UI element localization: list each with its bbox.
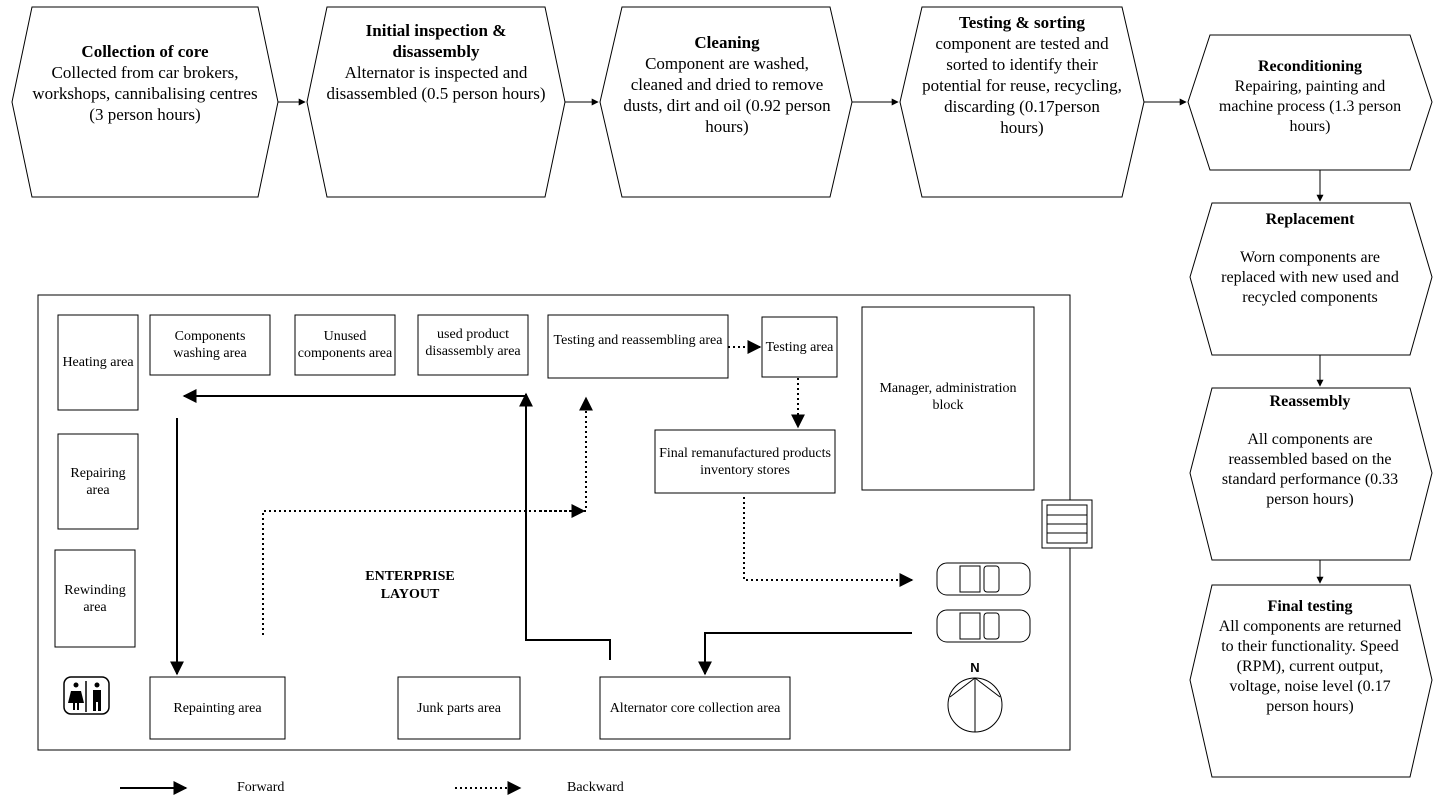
step-testing-sorting: Testing & sorting component are tested a… (922, 12, 1122, 138)
box-heating (57, 314, 139, 411)
step-shape-reconditioning (1187, 34, 1433, 171)
restroom-icon (63, 676, 110, 715)
area-unused: Unused components area (297, 329, 393, 361)
step-shape-collection (11, 6, 279, 198)
box-junk (397, 676, 521, 740)
box-manager (861, 306, 1035, 491)
step-cleaning: Cleaning Component are washed, cleaned a… (622, 32, 832, 137)
box-final-inventory (654, 429, 836, 494)
box-unused (294, 314, 396, 376)
step-collection: Collection of core Collected from car br… (32, 41, 258, 125)
area-washing: Components washing area (173, 329, 247, 361)
step-shape-final-testing (1189, 584, 1433, 778)
gate-icon (1041, 499, 1093, 549)
step-title: Reassembly (1269, 393, 1351, 410)
step-reconditioning: Reconditioning Repairing, painting and m… (1215, 57, 1405, 137)
area-heating: Heating area (62, 355, 134, 370)
step-body: Worn components are replaced with new us… (1221, 249, 1399, 306)
step-shape-cleaning (599, 6, 853, 198)
step-body: Collected from car brokers, workshops, c… (32, 63, 258, 124)
legend-forward-label: Forward (237, 780, 285, 795)
compass-icon (947, 677, 1003, 733)
step-reassembly: Reassembly All components are reassemble… (1215, 392, 1405, 510)
area-repairing: Repairing area (70, 465, 126, 498)
car-icon-top (936, 562, 1031, 596)
step-title: Collection of core (81, 42, 209, 61)
step-final-testing: Final testing All components are returne… (1215, 597, 1405, 717)
box-disassembly (417, 314, 529, 376)
box-repairing (57, 433, 139, 530)
step-inspection: Initial inspection & disassembly Alterna… (325, 20, 547, 104)
area-disassembly: used product disassembly area (425, 327, 521, 359)
car-icon-bottom (936, 609, 1031, 643)
step-title: Reconditioning (1257, 58, 1362, 75)
backward-flow-left-to-reassembling (262, 396, 593, 635)
step-shape-reassembly (1189, 387, 1433, 561)
area-testing: Testing area (765, 339, 834, 355)
step-shape-inspection (306, 6, 566, 198)
step-shape-testing-sorting (899, 6, 1145, 198)
area-core-collection: Alternator core collection area (609, 700, 781, 716)
area-final-inventory: Final remanufactured products inventory … (659, 445, 831, 478)
legend-backward-label: Backward (567, 780, 624, 795)
area-manager: Manager, administration block (879, 381, 1017, 413)
box-washing (149, 314, 271, 376)
compass-north-label: N (970, 660, 980, 675)
step-title: Initial inspection & disassembly (365, 21, 507, 61)
area-junk: Junk parts area (417, 700, 501, 716)
step-replacement: Replacement Worn components are replaced… (1215, 210, 1405, 308)
step-body: Component are washed, cleaned and dried … (623, 54, 831, 136)
step-body: All components are reassembled based on … (1221, 431, 1399, 508)
step-body: Alternator is inspected and disassembled… (326, 63, 546, 103)
area-testing-reassembling: Testing and reassembling area (553, 332, 723, 348)
step-title: Replacement (1265, 211, 1355, 228)
enterprise-layout-title: ENTERPRISE LAYOUT (365, 569, 455, 602)
area-rewinding: Rewinding area (64, 582, 126, 615)
box-testing (761, 316, 838, 378)
area-repainting: Repainting area (173, 700, 262, 716)
box-rewinding (54, 549, 136, 648)
step-body: Repairing, painting and machine process … (1218, 78, 1402, 135)
step-title: Final testing (1267, 598, 1353, 615)
forward-flow-cars-to-core (698, 632, 912, 676)
forward-flow-core-to-disassembly (519, 392, 611, 660)
backward-flow-inventory-to-cars (743, 497, 914, 587)
step-title: Cleaning (694, 33, 760, 52)
step-shape-replacement (1189, 202, 1433, 356)
box-core-collection (599, 676, 791, 740)
step-title: Testing & sorting (959, 13, 1085, 32)
box-repainting (149, 676, 286, 740)
step-body: component are tested and sorted to ident… (922, 34, 1122, 137)
step-body: All components are returned to their fun… (1218, 618, 1402, 715)
